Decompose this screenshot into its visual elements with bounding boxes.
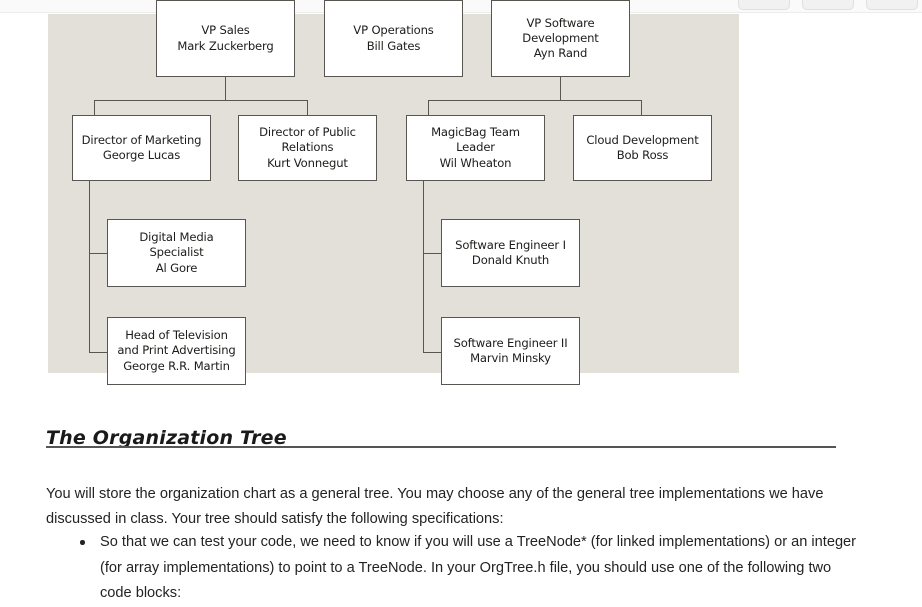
org-node-head-of-television: Head of Television and Print Advertising… [107,317,246,385]
org-node-line: Mark Zuckerberg [177,38,274,53]
org-node-line: Specialist [149,245,204,260]
org-node-line: VP Operations [353,23,434,38]
org-node-line: Wil Wheaton [439,155,512,170]
list-item-text: So that we can test your code, we need t… [100,534,857,601]
connector-to-director-marketing [94,100,96,115]
org-node-line: Development [522,30,599,45]
org-node-line: Donald Knuth [471,253,550,267]
list-item: So that we can test your code, we need t… [74,530,864,607]
connector-marketing-to-digital-media [89,253,107,255]
org-node-cloud-development: Cloud Development Bob Ross [573,115,712,181]
specification-list: So that we can test your code, we need t… [74,530,864,607]
section-heading: The Organization Tree [46,426,287,449]
connector-magicbag-spine [423,181,425,353]
org-node-line: VP Sales [201,23,250,38]
org-node-line: Director of Marketing [81,132,202,147]
connector-to-director-public-relations [307,100,309,115]
org-node-line: Relations [281,140,334,155]
org-node-line: George Lucas [102,148,181,162]
connector-marketing-to-head-of-television [89,352,107,354]
org-node-vp-sales: VP Sales Mark Zuckerberg [156,0,295,77]
org-node-director-of-public-relations: Director of Public Relations Kurt Vonneg… [238,115,377,181]
organization-chart-figure: VP Sales Mark Zuckerberg VP Operations B… [48,0,739,385]
bullet-icon [80,540,85,545]
org-node-line: Kurt Vonnegut [267,155,348,170]
org-node-line: Leader [456,140,495,155]
org-node-vp-software-development: VP Software Development Ayn Rand [491,0,630,77]
org-node-line: VP Software [526,15,595,30]
org-node-digital-media-specialist: Digital Media Specialist Al Gore [107,219,246,287]
org-node-director-of-marketing: Director of Marketing George Lucas [72,115,211,181]
org-node-line: Cloud Development [586,132,699,147]
org-node-line: and Print Advertising [117,343,236,358]
org-node-software-engineer-2: Software Engineer II Marvin Minsky [441,317,580,385]
toolbar-button-group [738,0,918,10]
org-node-software-engineer-1: Software Engineer I Donald Knuth [441,219,580,287]
org-node-line: George R.R. Martin [123,358,230,373]
connector-vp-software-stem [560,77,562,100]
connector-magicbag-to-software-engineer-1 [423,253,441,255]
org-node-line: Software Engineer II [453,335,568,350]
org-node-line: Marvin Minsky [470,351,551,365]
org-node-line: Digital Media [139,230,214,245]
intro-paragraph: You will store the organization chart as… [46,485,824,528]
toolbar-button-3[interactable] [866,0,918,10]
org-node-line: Ayn Rand [533,46,588,61]
toolbar-button-1[interactable] [738,0,790,10]
connector-to-cloud-development [641,100,643,115]
connector-vp-sales-bus [94,100,308,102]
connector-marketing-spine [89,181,91,353]
toolbar-button-2[interactable] [802,0,854,10]
connector-vp-software-bus [428,100,642,102]
org-node-vp-operations: VP Operations Bill Gates [324,0,463,77]
org-node-line: Bill Gates [366,38,421,53]
connector-to-magicbag-team-leader [428,100,430,115]
org-node-line: Bob Ross [616,148,669,162]
org-node-magicbag-team-leader: MagicBag Team Leader Wil Wheaton [406,115,545,181]
org-node-line: Al Gore [155,260,198,275]
connector-vp-sales-stem [225,77,227,100]
org-node-line: Head of Television [125,328,228,343]
org-node-line: Director of Public [259,125,356,140]
org-node-line: MagicBag Team [431,125,520,140]
heading-divider [46,446,836,448]
connector-magicbag-to-software-engineer-2 [423,352,441,354]
org-node-line: Software Engineer I [455,237,566,252]
